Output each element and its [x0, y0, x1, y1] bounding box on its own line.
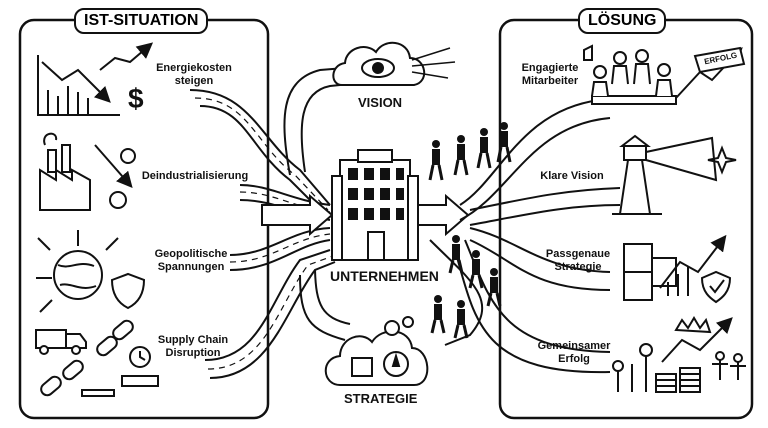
walking-people-lower	[430, 235, 502, 339]
strategy-cloud-icon	[324, 316, 429, 386]
walking-people-upper	[428, 122, 512, 181]
label-strategie: STRATEGIE	[344, 391, 418, 406]
svg-text:$: $	[128, 83, 144, 114]
lighthouse-icon	[612, 134, 737, 215]
success-arrow-icon	[675, 46, 746, 99]
label-supply-chain: Supply Chain Disruption	[157, 334, 229, 359]
factory-decline-icon	[39, 132, 136, 211]
right-panel-title: LÖSUNG	[578, 8, 667, 34]
right-roads	[454, 99, 621, 374]
label-energiekosten: Energiekosten steigen	[156, 62, 232, 87]
team-meeting-icon	[583, 44, 677, 105]
label-geopolitische: Geopolitische Spannungen	[154, 248, 228, 273]
label-deindustrialisierung: Deindustrialisierung	[141, 170, 249, 182]
globe-shield-icon	[36, 230, 146, 313]
label-unternehmen: UNTERNEHMEN	[330, 268, 439, 284]
growth-crown-icon	[612, 316, 746, 393]
label-engagierte-mitarbeiter: Engagierte Mitarbeiter	[521, 62, 579, 87]
chart-down-dollar-icon: $	[37, 42, 154, 116]
center-arrows	[261, 193, 470, 237]
company-building-icon	[331, 149, 419, 261]
puzzle-growth-icon	[623, 234, 732, 304]
label-passgenaue-strategie: Passgenaue Strategie	[545, 248, 611, 273]
label-vision: VISION	[358, 95, 403, 110]
label-gemeinsamer-erfolg: Gemeinsamer Erfolg	[537, 340, 611, 365]
left-panel-title: IST-SITUATION	[74, 8, 209, 34]
label-klare-vision: Klare Vision	[540, 170, 604, 182]
broken-chain-icon	[35, 319, 159, 397]
vision-cloud-eye-icon	[332, 42, 456, 86]
